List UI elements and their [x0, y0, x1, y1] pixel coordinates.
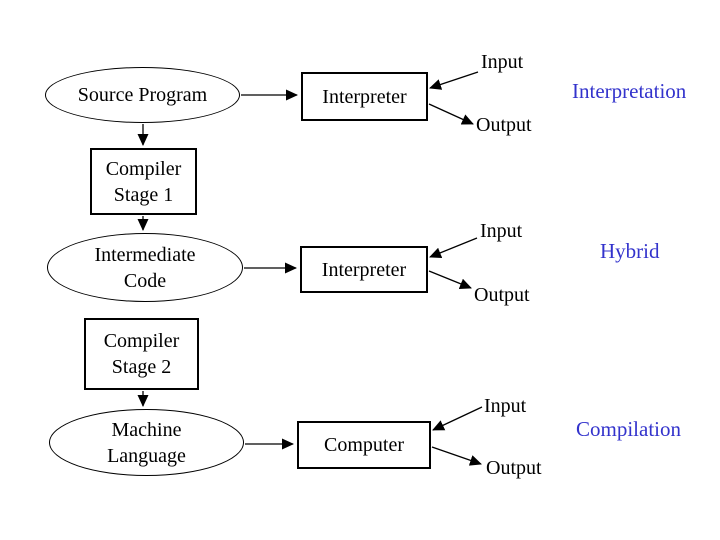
annotation-hybrid: Hybrid: [600, 239, 660, 263]
node-compiler-stage1-line1: Compiler: [105, 157, 182, 180]
node-compiler-stage2-line1: Compiler: [103, 330, 180, 352]
node-source-program: Source Program: [45, 67, 240, 123]
arrow-input1-to-interpreter1: [429, 71, 479, 90]
node-interpreter-1-label: Interpreter: [322, 85, 407, 108]
node-machine-language-line1: Machine: [111, 418, 182, 441]
arrow-computer-to-output3: [431, 446, 482, 466]
arrow-input2-to-interpreter2: [429, 237, 478, 258]
input-label-row1: Input: [481, 51, 524, 73]
arrow-interpreter2-to-output2: [428, 270, 472, 289]
input-label-row3: Input: [484, 395, 527, 417]
annotation-interpretation: Interpretation: [572, 79, 687, 103]
arrow-interpreter1-to-output1: [428, 103, 474, 125]
node-intermediate-code: Intermediate Code: [47, 233, 243, 302]
output-label-row2: Output: [474, 284, 530, 306]
arrow-input3-to-computer: [432, 406, 483, 431]
node-compiler-stage1-line2: Stage 1: [113, 183, 174, 206]
output-label-row1: Output: [476, 114, 532, 136]
node-computer: Computer: [297, 421, 431, 469]
node-interpreter-1: Interpreter: [301, 72, 428, 121]
node-interpreter-2-label: Interpreter: [321, 258, 407, 281]
node-intermediate-code-line1: Intermediate: [94, 243, 196, 266]
node-machine-language: Machine Language: [49, 409, 244, 476]
node-interpreter-2: Interpreter: [300, 246, 428, 293]
annotation-compilation: Compilation: [576, 417, 681, 441]
node-computer-label: Computer: [324, 434, 404, 456]
node-compiler-stage2-line2: Stage 2: [111, 356, 172, 378]
node-source-program-label: Source Program: [77, 84, 208, 106]
input-label-row2: Input: [480, 220, 523, 242]
node-intermediate-code-line2: Code: [123, 269, 167, 292]
node-compiler-stage1: Compiler Stage 1: [90, 148, 197, 215]
output-label-row3: Output: [486, 457, 542, 479]
node-compiler-stage2: Compiler Stage 2: [84, 318, 199, 390]
node-machine-language-line2: Language: [107, 444, 186, 467]
